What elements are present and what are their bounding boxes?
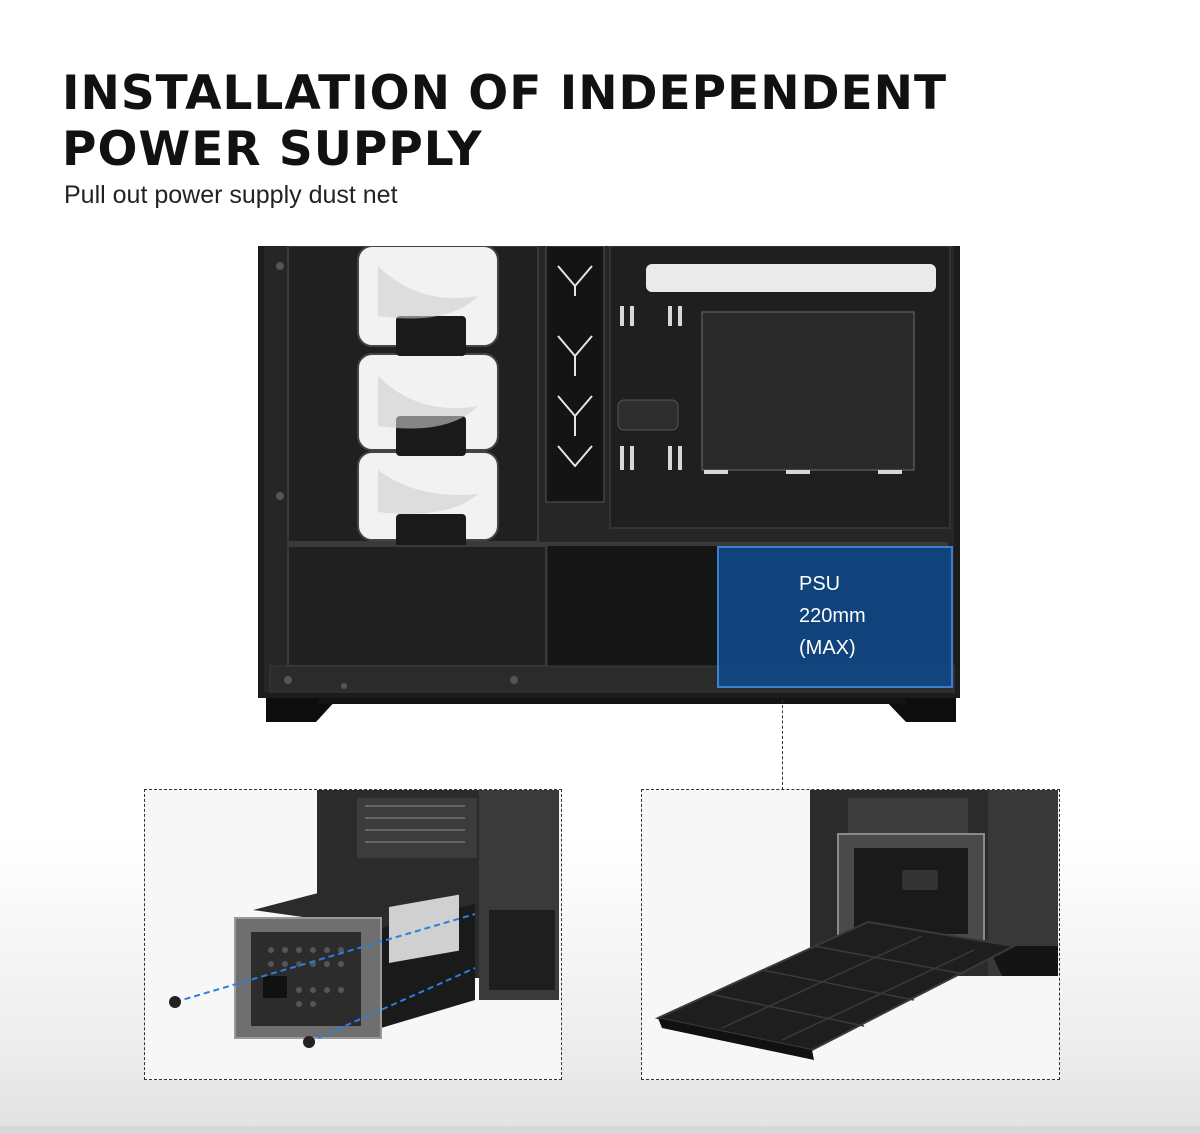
page-subtitle: Pull out power supply dust net xyxy=(64,181,398,209)
page-title: INSTALLATION OF INDEPENDENT POWER SUPPLY xyxy=(62,66,947,178)
dust-filter-pulled-out-image xyxy=(641,789,1060,1080)
psu-install-detail-image xyxy=(144,789,562,1080)
title-line-2: POWER SUPPLY xyxy=(62,122,483,177)
psu-callout-max: (MAX) xyxy=(799,637,856,659)
psu-size-callout: PSU 220mm (MAX) xyxy=(717,546,953,688)
bottom-divider xyxy=(0,1126,1200,1134)
psu-callout-label: PSU xyxy=(799,573,841,595)
case-side-view-image xyxy=(258,246,960,724)
psu-callout-size: 220mm xyxy=(799,605,866,627)
title-line-1: INSTALLATION OF INDEPENDENT xyxy=(62,66,948,121)
callout-connector-line xyxy=(782,700,783,790)
